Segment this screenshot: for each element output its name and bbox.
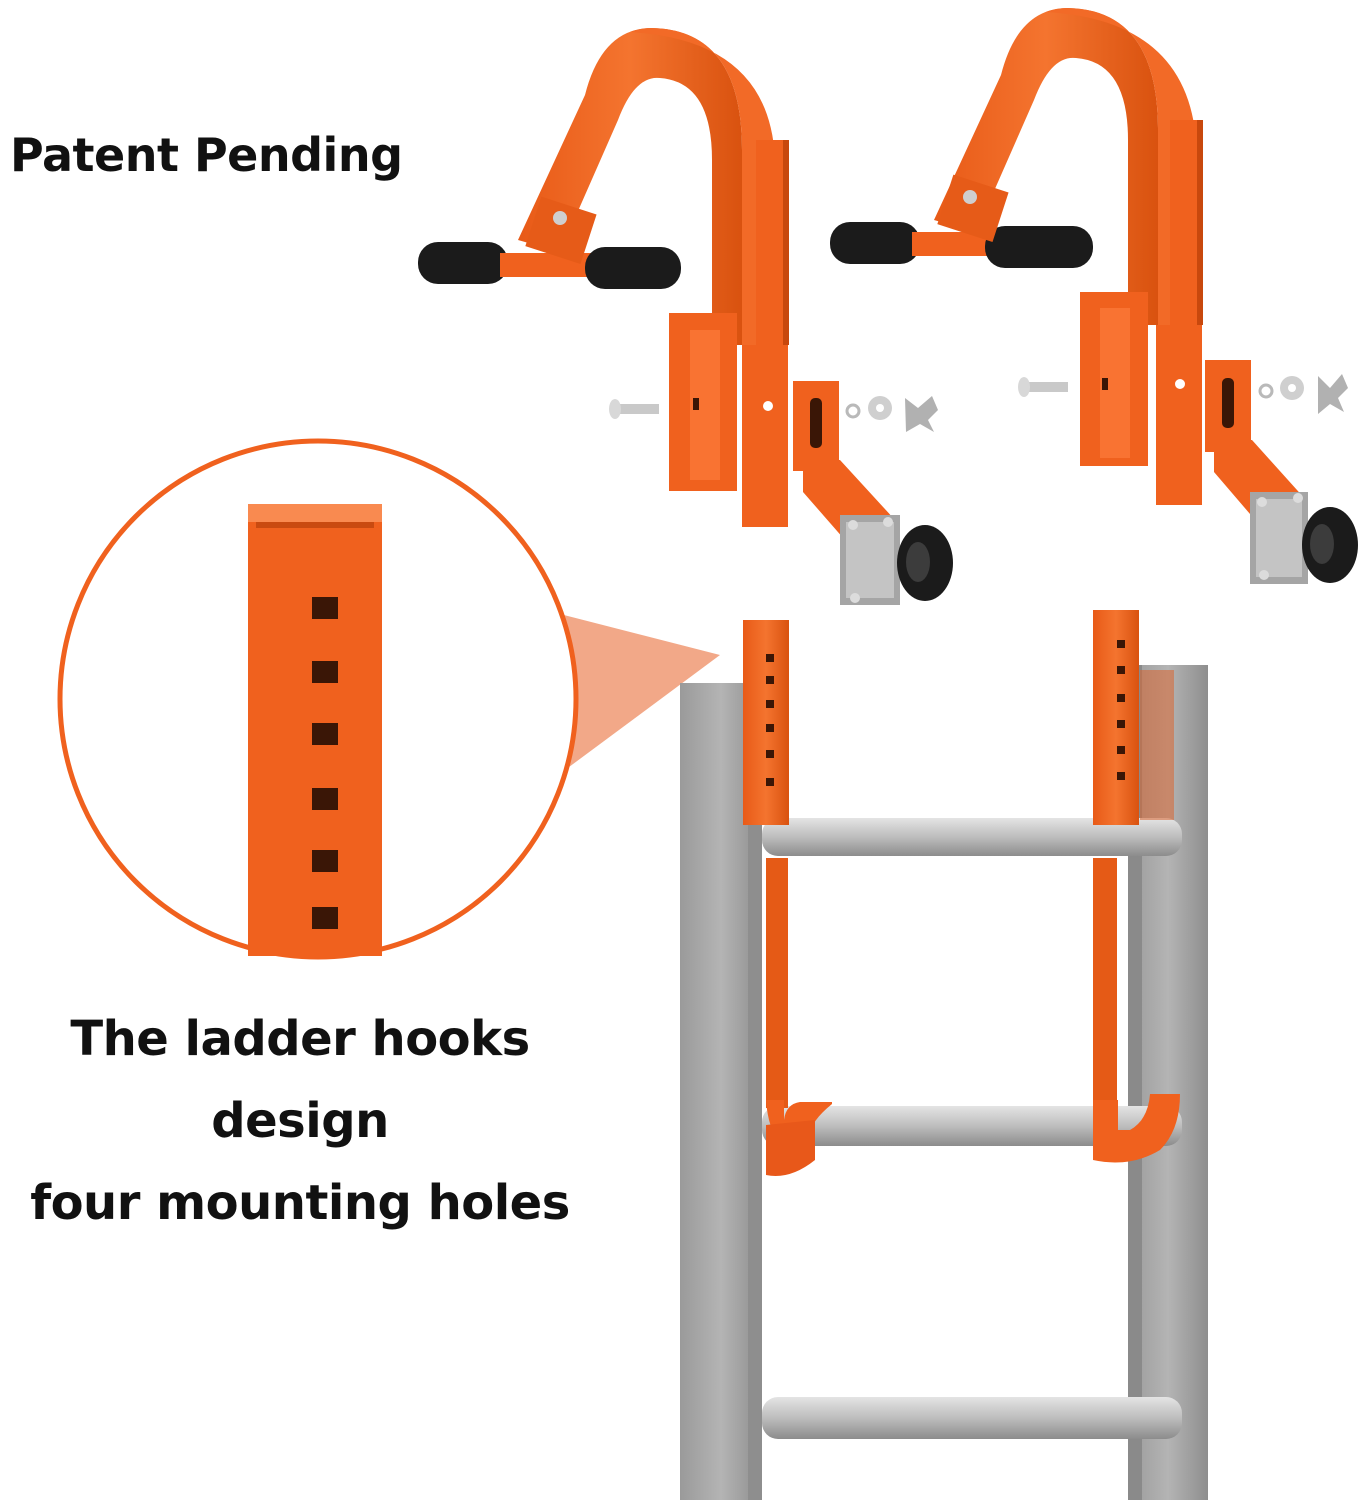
ladder-hook-icon xyxy=(418,28,953,605)
patent-pending-label: Patent Pending xyxy=(10,128,403,182)
caption-line-2: four mounting holes xyxy=(30,1175,570,1231)
ladder-rung xyxy=(762,818,1182,856)
mounted-bracket-left xyxy=(743,620,832,1176)
ladder-rung xyxy=(762,1106,1182,1146)
zoom-callout xyxy=(57,438,720,960)
ladder-hook-icon xyxy=(830,8,1358,584)
ladder-icon xyxy=(680,665,1208,1500)
zoomed-bracket xyxy=(248,504,382,956)
feature-caption: The ladder hooks design four mounting ho… xyxy=(0,998,600,1244)
callout-pointer xyxy=(560,614,720,770)
ladder-rung xyxy=(762,1397,1182,1439)
caption-line-1: The ladder hooks design xyxy=(70,1011,530,1149)
mounted-bracket-right xyxy=(1093,610,1180,1163)
